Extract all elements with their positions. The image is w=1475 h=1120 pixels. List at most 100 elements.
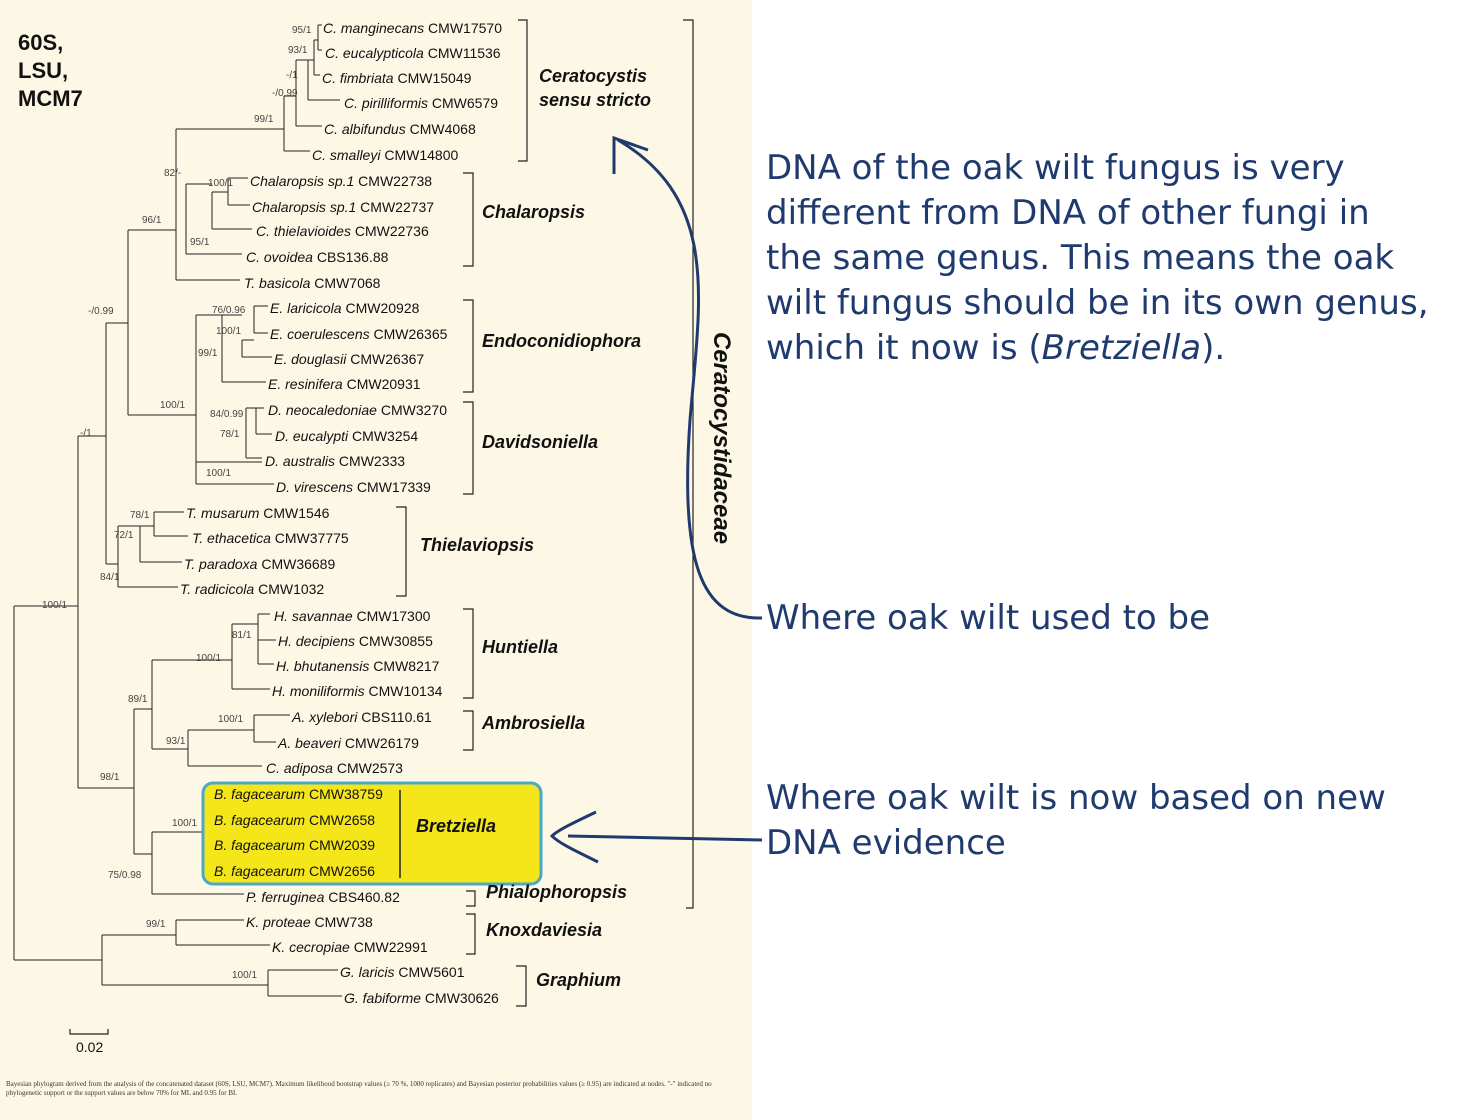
taxon-label: K. proteae CMW738: [246, 914, 373, 930]
support-value: 99/1: [198, 348, 218, 359]
clade-bracket: [516, 965, 527, 1007]
taxon-code: CMW26365: [370, 326, 448, 342]
tree-title-line: 60S,: [18, 30, 63, 55]
scale-bar: 0.02: [69, 1029, 109, 1055]
clade-bracket: [466, 890, 476, 907]
taxon-code: CMW20931: [343, 376, 421, 392]
phylogeny-panel: [0, 0, 752, 1120]
arrow-used-to-be-curve: [617, 138, 763, 620]
taxon-label: C. ovoidea CBS136.88: [246, 249, 389, 265]
taxon-species: B. fagacearum: [214, 863, 305, 879]
tree-title: 60S,LSU,MCM7: [18, 30, 83, 111]
taxon-species: T. radicicola: [180, 581, 254, 597]
taxon-label: D. eucalypti CMW3254: [275, 428, 418, 444]
support-value: 82/-: [164, 168, 181, 179]
note-segment: different from DNA of other fungi in: [766, 193, 1370, 233]
support-value: 98/1: [100, 772, 120, 783]
taxon-species: C. fimbriata: [322, 70, 394, 86]
taxon-species: E. douglasii: [274, 351, 347, 367]
taxon-code: CMW11536: [424, 45, 501, 61]
support-value: 95/1: [292, 25, 312, 36]
taxon-species: C. adiposa: [266, 760, 333, 776]
taxon-label: H. bhutanensis CMW8217: [276, 658, 440, 674]
taxon-label: A. beaveri CMW26179: [277, 735, 419, 751]
note-line: which it now is (Bretziella).: [766, 326, 1429, 371]
taxon-code: CMW3270: [377, 402, 447, 418]
note-segment: which it now is (: [766, 328, 1042, 368]
taxon-code: CMW5601: [394, 964, 464, 980]
taxon-label: B. fagacearum CMW2656: [214, 863, 375, 879]
taxon-label: Chalaropsis sp.1 CMW22737: [252, 199, 434, 215]
taxon-species: D. eucalypti: [275, 428, 349, 444]
support-value: 95/1: [190, 237, 210, 248]
clade-bracket: [683, 19, 694, 909]
taxon-species: G. laricis: [340, 964, 394, 980]
clade-bracket: [463, 172, 474, 267]
support-value: 100/1: [232, 970, 257, 981]
taxon-code: CBS136.88: [313, 249, 389, 265]
taxon-code: CMW26367: [346, 351, 424, 367]
clade-label: Knoxdaviesia: [486, 920, 602, 940]
taxon-label: T. musarum CMW1546: [186, 505, 330, 521]
taxon-code: CMW20928: [342, 300, 420, 316]
clade-label: sensu stricto: [539, 90, 651, 110]
support-value: 84/1: [100, 572, 120, 583]
support-value: 100/1: [42, 600, 67, 611]
taxon-label: K. cecropiae CMW22991: [272, 939, 428, 955]
taxon-label: E. douglasii CMW26367: [274, 351, 424, 367]
support-value: -/0.99: [272, 88, 298, 99]
support-value: 84/0.99: [210, 409, 244, 420]
taxon-label: C. adiposa CMW2573: [266, 760, 403, 776]
taxon-code: CMW22738: [354, 173, 432, 189]
clade-label: Endoconidiophora: [482, 331, 641, 351]
taxon-species: E. laricicola: [270, 300, 342, 316]
clade-bracket: [463, 608, 474, 699]
note-segment: Bretziella: [1041, 328, 1202, 368]
taxon-code: CMW30626: [421, 990, 499, 1006]
support-value: -/1: [80, 428, 92, 439]
taxon-code: CMW2656: [305, 863, 375, 879]
support-value: 100/1: [160, 400, 185, 411]
note-segment: DNA of the oak wilt fungus is very: [766, 148, 1345, 188]
tree-title-line: MCM7: [18, 86, 83, 111]
arrow-now-shaft: [567, 834, 763, 842]
taxon-code: CBS110.61: [357, 709, 432, 725]
note-segment: ).: [1201, 328, 1226, 368]
note-line: the same genus. This means the oak: [766, 236, 1429, 281]
clade-bracket: [466, 913, 476, 955]
taxon-code: CMW10134: [365, 683, 443, 699]
support-value: 99/1: [254, 114, 274, 125]
taxon-label: C. fimbriata CMW15049: [322, 70, 472, 86]
taxon-species: B. fagacearum: [214, 786, 305, 802]
taxon-species: H. bhutanensis: [276, 658, 369, 674]
support-value: 75/0.98: [108, 870, 142, 881]
support-value: 100/1: [216, 326, 241, 337]
taxon-code: CMW4068: [406, 121, 476, 137]
taxon-label: C. manginecans CMW17570: [323, 20, 502, 36]
taxon-label: G. fabiforme CMW30626: [344, 990, 499, 1006]
taxon-code: CMW38759: [305, 786, 383, 802]
annotation-arrows: [549, 135, 763, 864]
arrow-used-to-be-head: [612, 135, 649, 174]
support-value: 100/1: [206, 468, 231, 479]
support-value: 76/0.96: [212, 305, 246, 316]
clade-label: Chalaropsis: [482, 202, 585, 222]
support-value: 72/1: [114, 530, 134, 541]
note-line: Where oak wilt used to be: [766, 598, 1211, 638]
taxon-label: C. smalleyi CMW14800: [312, 147, 458, 163]
note-line: DNA evidence: [766, 823, 1006, 863]
clade-label: Bretziella: [416, 816, 496, 836]
taxon-label: B. fagacearum CMW38759: [214, 786, 383, 802]
taxon-code: CMW2039: [305, 837, 375, 853]
clade-label: Graphium: [536, 970, 621, 990]
support-value: 78/1: [220, 429, 240, 440]
bretziella-highlight: [201, 781, 543, 886]
taxon-code: CMW1032: [254, 581, 324, 597]
support-value: 100/1: [218, 714, 243, 725]
taxon-species: D. neocaledoniae: [268, 402, 377, 418]
note-segment: the same genus. This means the oak: [766, 238, 1395, 278]
taxon-code: CMW738: [311, 914, 373, 930]
